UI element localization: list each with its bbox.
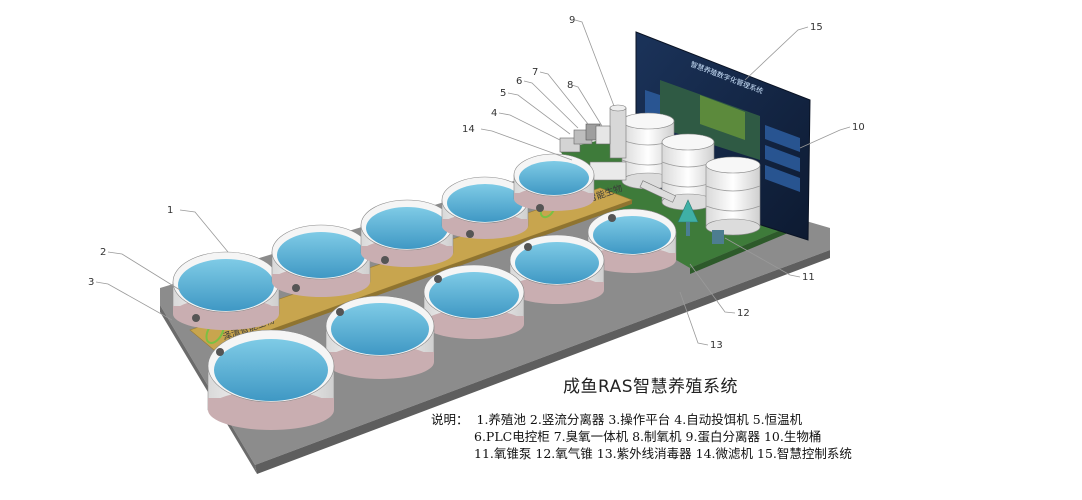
fish-tank <box>509 234 605 304</box>
callout-7: 7 <box>532 67 538 78</box>
callout-9: 9 <box>569 15 575 26</box>
callout-1: 1 <box>167 205 173 216</box>
bio-tank <box>705 156 761 236</box>
legend-item: 2.竖流分离器 <box>529 412 605 427</box>
bio-tank-group <box>621 112 761 236</box>
legend-item: 14.微滤机 <box>695 446 754 461</box>
legend-item: 13.紫外线消毒器 <box>596 446 692 461</box>
legend-item: 3.操作平台 <box>608 412 671 427</box>
callout-12: 12 <box>737 308 750 319</box>
fish-tank <box>587 208 677 273</box>
diagram-title: 成鱼RAS智慧养殖系统 <box>563 377 739 397</box>
oxygen-cone-pump <box>712 230 724 244</box>
callout-leaders <box>95 19 851 346</box>
fish-tank <box>172 251 280 330</box>
callout-11: 11 <box>802 272 815 283</box>
vertical-flow-separators <box>192 204 616 356</box>
callout-numbers: 1 2 3 4 5 6 7 8 9 10 11 12 13 14 15 <box>88 15 865 351</box>
equipment-cluster <box>559 123 627 181</box>
callout-15: 15 <box>810 22 823 33</box>
fish-tank-row-front <box>207 208 677 430</box>
fish-tank <box>360 199 454 267</box>
micro-filter <box>589 161 627 181</box>
callout-2: 2 <box>100 247 106 258</box>
callout-3: 3 <box>88 277 94 288</box>
legend-item: 12.氧气锥 <box>535 446 593 461</box>
fish-tank <box>423 264 525 339</box>
legend-item: 10.生物桶 <box>763 429 822 444</box>
legend-item: 11.氧锥泵 <box>474 446 532 461</box>
legend-item: 7.臭氧一体机 <box>553 429 629 444</box>
fish-tank-row-back <box>172 153 595 330</box>
protein-skimmer <box>609 104 627 159</box>
legend-item: 9.蛋白分离器 <box>685 429 760 444</box>
uv-sterilizer <box>639 180 676 203</box>
fish-tank <box>325 295 435 379</box>
legend-item: 4.自动投饵机 <box>674 412 749 427</box>
legend-item: 8.制氧机 <box>632 429 682 444</box>
legend-item: 5.恒温机 <box>752 412 803 427</box>
callout-14: 14 <box>462 124 475 135</box>
legend-row: 11.氧锥泵 12.氧气锥 13.紫外线消毒器 14.微滤机 15.智慧控制系统 <box>431 445 852 462</box>
callout-8: 8 <box>567 80 573 91</box>
callout-10: 10 <box>852 122 865 133</box>
fish-tank <box>207 329 335 430</box>
legend-item: 1.养殖池 <box>476 412 526 427</box>
fish-tank <box>271 224 371 297</box>
fish-tank <box>441 176 529 239</box>
legend: 说明： 1.养殖池 2.竖流分离器 3.操作平台 4.自动投饵机 5.恒温机 6… <box>431 411 852 462</box>
legend-lead: 说明： <box>431 412 469 427</box>
legend-item: 6.PLC电控柜 <box>474 429 550 444</box>
callout-6: 6 <box>516 76 522 87</box>
callout-4: 4 <box>491 108 497 119</box>
callout-13: 13 <box>710 340 723 351</box>
legend-item: 15.智慧控制系统 <box>757 446 852 461</box>
legend-row: 说明： 1.养殖池 2.竖流分离器 3.操作平台 4.自动投饵机 5.恒温机 <box>431 411 852 428</box>
callout-5: 5 <box>500 88 506 99</box>
legend-row: 6.PLC电控柜 7.臭氧一体机 8.制氧机 9.蛋白分离器 10.生物桶 <box>431 428 852 445</box>
oxygen-cone <box>677 199 699 236</box>
fish-tank <box>513 153 595 211</box>
